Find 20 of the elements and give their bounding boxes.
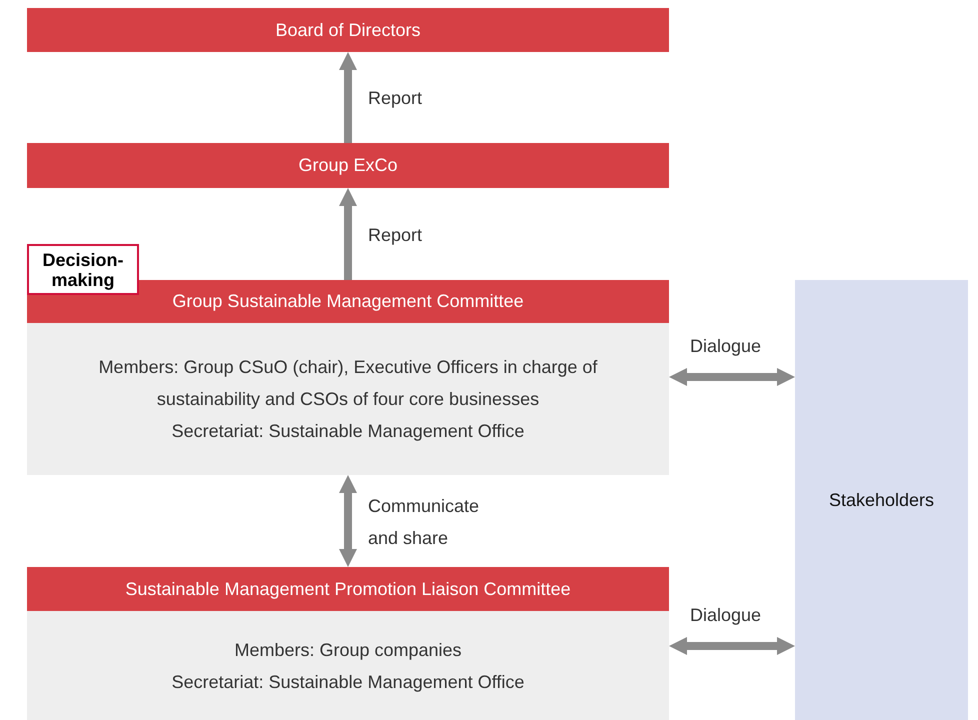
stakeholders-label: Stakeholders bbox=[828, 490, 934, 510]
committee-details: Members: Group companies bbox=[234, 638, 462, 662]
edge-label: Communicate and share bbox=[368, 495, 480, 550]
committee-header: Sustainable Management Promotion Liaison Committee bbox=[27, 567, 669, 611]
stakeholders-panel bbox=[795, 280, 968, 720]
edge-label: Dialogue bbox=[690, 335, 762, 358]
arrow bbox=[339, 52, 357, 143]
arrow bbox=[339, 475, 357, 567]
committee-details: Secretariat: Sustainable Management Office bbox=[172, 670, 524, 694]
committee-header: Group ExCo bbox=[27, 143, 669, 188]
decision-badge: Decision-making bbox=[27, 244, 139, 295]
edge-label: Dialogue bbox=[690, 604, 762, 627]
committee-details: Secretariat: Sustainable Management Office bbox=[172, 420, 524, 443]
arrow bbox=[669, 368, 795, 386]
arrow bbox=[339, 188, 357, 280]
edge-label: Report bbox=[368, 87, 422, 110]
edge-label: Report bbox=[368, 224, 422, 247]
committee-header: Board of Directors bbox=[27, 8, 669, 52]
arrow bbox=[669, 637, 795, 655]
committee-details: Members: Group CSuO (chair), Executive Officers in charge of sustainability and CSOs of four core businesses bbox=[98, 356, 598, 411]
